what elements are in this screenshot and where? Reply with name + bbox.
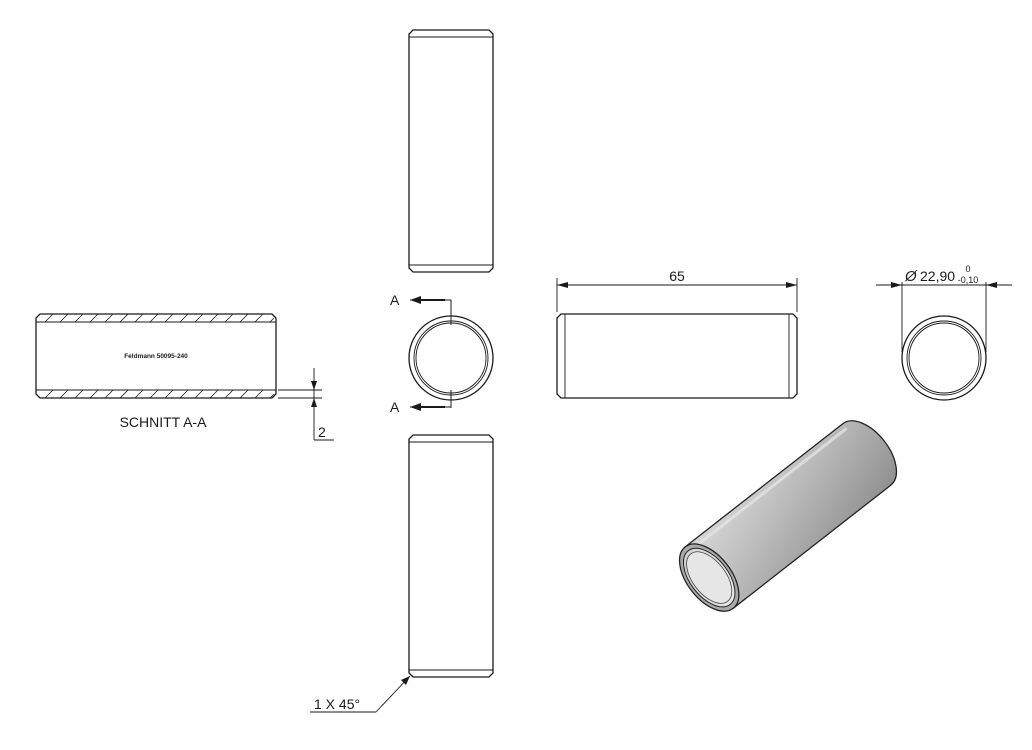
engraving-label: Feldmann 50095-240 xyxy=(124,353,188,360)
hatch-line xyxy=(59,313,69,323)
hatch-line xyxy=(269,393,275,399)
hatch-line xyxy=(164,313,174,323)
hatch-line xyxy=(239,389,249,399)
hatch-line xyxy=(149,389,159,399)
chamfer-label: 1 X 45° xyxy=(314,696,360,712)
hatch-line xyxy=(134,389,144,399)
tolerance-upper: 0 xyxy=(965,264,970,274)
hatch-line xyxy=(254,313,264,323)
hatch-line xyxy=(104,389,114,399)
length-dimension: 65 xyxy=(556,268,798,312)
isometric-view xyxy=(678,420,898,612)
section-hatch-bottom xyxy=(44,389,275,399)
top-view xyxy=(408,29,494,273)
chamfer-callout: 1 X 45° xyxy=(310,675,411,713)
diameter-symbol: Ø xyxy=(904,268,918,285)
tolerance-lower: -0,10 xyxy=(958,275,979,285)
section-view: Feldmann 50095-240 SCHNITT A-A 2 xyxy=(35,313,334,441)
hatch-line xyxy=(44,389,54,399)
hatch-line xyxy=(224,389,234,399)
hatch-line xyxy=(74,389,84,399)
diameter-dimension: Ø 22,90 0 -0,10 xyxy=(876,264,1012,352)
hatch-line xyxy=(209,313,219,323)
diameter-value: 22,90 xyxy=(920,268,955,284)
wall-thickness-dimension: 2 xyxy=(278,368,334,441)
bottom-view xyxy=(408,434,494,678)
hatch-line xyxy=(209,389,219,399)
section-hatch-top xyxy=(44,313,275,323)
hatch-line xyxy=(194,313,204,323)
side-view xyxy=(556,313,798,399)
hatch-line xyxy=(119,389,129,399)
hatch-line xyxy=(74,313,84,323)
hatch-line xyxy=(179,313,189,323)
hatch-line xyxy=(239,313,249,323)
hatch-line xyxy=(89,389,99,399)
section-title: SCHNITT A-A xyxy=(120,414,208,430)
wall-thickness-value: 2 xyxy=(318,424,326,440)
hatch-line xyxy=(59,389,69,399)
section-marker-bottom: A xyxy=(390,390,452,415)
section-marker-bottom-label: A xyxy=(390,399,400,415)
hatch-line xyxy=(44,313,54,323)
hatch-line xyxy=(164,389,174,399)
section-marker-top: A xyxy=(390,292,452,314)
section-marker-top-label: A xyxy=(390,292,400,308)
hatch-line xyxy=(89,313,99,323)
length-value: 65 xyxy=(669,268,685,284)
hatch-line xyxy=(254,389,264,399)
hatch-line xyxy=(149,313,159,323)
hatch-line xyxy=(269,317,275,323)
hatch-line xyxy=(134,313,144,323)
hatch-line xyxy=(194,389,204,399)
hatch-line xyxy=(104,313,114,323)
hatch-line xyxy=(119,313,129,323)
end-view xyxy=(901,315,987,401)
hatch-line xyxy=(179,389,189,399)
hatch-line xyxy=(224,313,234,323)
